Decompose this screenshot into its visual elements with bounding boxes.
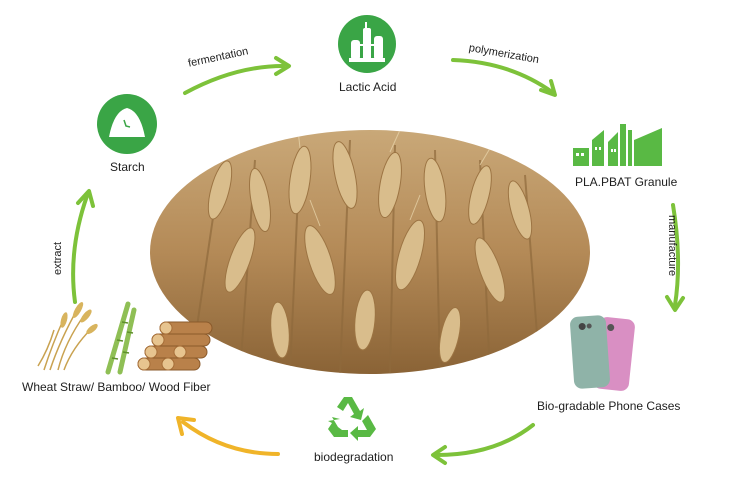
extract-label: extract (52, 242, 64, 275)
factory-icon (570, 120, 666, 168)
phone-cases-label: Bio-gradable Phone Cases (537, 399, 680, 413)
extract-arrow (73, 191, 93, 302)
granule-label: PLA.PBAT Granule (575, 175, 677, 189)
starch-pile-icon (96, 93, 158, 155)
starch-label: Starch (110, 160, 145, 174)
polymerization-arrow (453, 60, 555, 95)
distillation-plant-icon (337, 14, 397, 74)
manufacture-label: manufacture (666, 215, 678, 276)
phone-cases-image (566, 314, 646, 394)
lactic-acid-label: Lactic Acid (339, 80, 396, 94)
straw-bamboo-logs-image (30, 300, 220, 376)
raw-materials-label: Wheat Straw/ Bamboo/ Wood Fiber (22, 380, 211, 394)
recycle-icon (324, 393, 380, 443)
phone-to-biodegradation-arrow (433, 425, 533, 463)
biodegradation-to-raw-arrow (178, 418, 278, 454)
biodegradation-label: biodegradation (314, 450, 393, 464)
